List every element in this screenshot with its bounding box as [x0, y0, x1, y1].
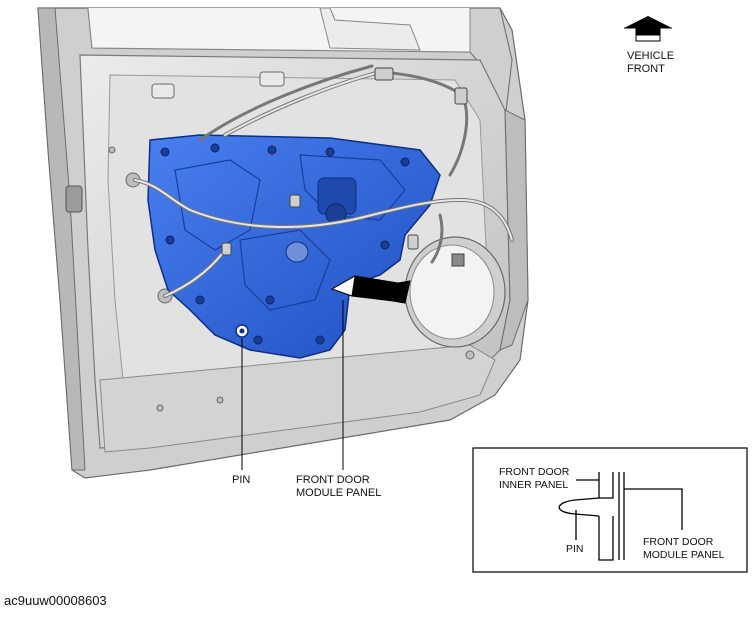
harness-connectors [221, 67, 468, 256]
module-panel-rib-3 [299, 154, 406, 221]
module-panel-center-hole [285, 241, 309, 263]
inset-frame [472, 447, 748, 573]
inset-pin-shape [558, 497, 600, 517]
module-panel-rib-1 [174, 159, 261, 251]
arrow-up-icon [624, 16, 672, 42]
module-panel-label: FRONT DOOR MODULE PANEL [296, 474, 381, 500]
module-panel-label-line1: FRONT DOOR [296, 474, 370, 486]
inset-module-panel-label: FRONT DOOR MODULE PANEL [643, 536, 725, 561]
front-door-module-panel [147, 134, 441, 359]
module-panel-bolts [160, 143, 410, 345]
hinge-edge [37, 7, 86, 471]
speaker-opening [404, 236, 506, 348]
module-panel-label-line2: MODULE PANEL [296, 487, 382, 499]
inset-module-panel-line1: FRONT DOOR [643, 536, 714, 548]
inset-inner-panel-label: FRONT DOOR INNER PANEL [499, 466, 569, 491]
inset-pin-label: PIN [566, 543, 584, 555]
latch-edge [499, 109, 529, 351]
door-fasteners [108, 71, 475, 412]
figure-reference-code: ac9uuw00008603 [4, 593, 107, 608]
door-lower-sill [99, 344, 496, 453]
wiring-harness [133, 64, 514, 298]
window-glass [319, 7, 421, 51]
inset-inner-panel-line2: INNER PANEL [499, 478, 569, 491]
inset-detail [472, 447, 748, 573]
module-panel-rib-2 [239, 229, 331, 311]
inset-module-panel-line2: MODULE PANEL [643, 548, 725, 561]
pin-label: PIN [232, 474, 251, 486]
hinge-bracket [65, 185, 83, 213]
inset-inner-panel-line1: FRONT DOOR [499, 466, 570, 478]
vehicle-front-label-line1: VEHICLE [627, 50, 675, 62]
leader-lines [241, 300, 344, 470]
vehicle-front-label-line2: FRONT [627, 63, 665, 75]
vehicle-front-label: VEHICLE FRONT [627, 50, 674, 76]
